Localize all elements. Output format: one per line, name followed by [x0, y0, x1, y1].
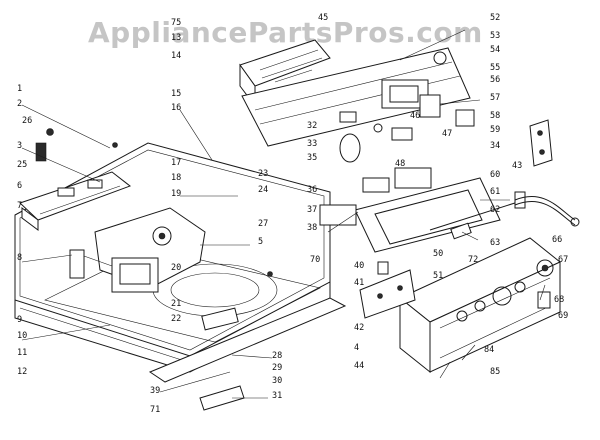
callout-label-68: 68 — [554, 295, 564, 305]
fan-housing — [239, 39, 471, 147]
callout-label-2: 2 — [17, 99, 22, 109]
callout-label-22: 22 — [171, 314, 181, 324]
drive-assembly — [69, 207, 273, 293]
callout-label-26: 26 — [22, 116, 32, 126]
callout-label-85: 85 — [490, 367, 500, 377]
callout-label-32: 32 — [307, 121, 317, 131]
cord-assembly — [450, 119, 580, 240]
leader-lines — [21, 29, 546, 399]
door-frame — [319, 177, 526, 253]
callout-label-51: 51 — [433, 271, 443, 281]
callout-label-31: 31 — [272, 391, 282, 401]
callout-label-69: 69 — [558, 311, 568, 321]
callout-label-16: 16 — [171, 103, 181, 113]
callout-label-38: 38 — [307, 223, 317, 233]
callout-label-60: 60 — [490, 170, 500, 180]
callout-label-57: 57 — [490, 93, 500, 103]
callout-label-48: 48 — [395, 159, 405, 169]
control-bracket — [19, 128, 132, 231]
callout-label-59: 59 — [490, 125, 500, 135]
callout-label-4: 4 — [354, 343, 359, 353]
callout-label-72: 72 — [468, 255, 478, 265]
callout-label-21: 21 — [171, 299, 181, 309]
callout-label-53: 53 — [490, 31, 500, 41]
callout-label-84: 84 — [484, 345, 494, 355]
callout-label-56: 56 — [490, 75, 500, 85]
callout-label-10: 10 — [17, 331, 27, 341]
callout-label-63: 63 — [490, 238, 500, 248]
callout-label-52: 52 — [490, 13, 500, 23]
callout-label-25: 25 — [17, 160, 27, 170]
callout-label-15: 15 — [171, 89, 181, 99]
callout-label-11: 11 — [17, 348, 27, 358]
callout-label-5: 5 — [258, 237, 263, 247]
callout-label-17: 17 — [171, 158, 181, 168]
callout-label-61: 61 — [490, 187, 500, 197]
callout-label-24: 24 — [258, 185, 268, 195]
callout-label-54: 54 — [490, 45, 500, 55]
callout-label-39: 39 — [150, 386, 160, 396]
callout-label-34: 34 — [490, 141, 500, 151]
callout-label-50: 50 — [433, 249, 443, 259]
callout-label-7: 7 — [17, 201, 22, 211]
callout-label-19: 19 — [171, 189, 181, 199]
callout-label-70: 70 — [310, 255, 320, 265]
callout-label-14: 14 — [171, 51, 181, 61]
callout-label-13: 13 — [171, 33, 181, 43]
callout-label-67: 67 — [558, 255, 568, 265]
callout-label-37: 37 — [307, 205, 317, 215]
center-components — [339, 109, 475, 193]
callout-label-62: 62 — [490, 205, 500, 215]
callout-label-35: 35 — [307, 153, 317, 163]
callout-label-36: 36 — [307, 185, 317, 195]
watermark: AppliancePartsPros.com — [88, 16, 483, 49]
callout-label-27: 27 — [258, 219, 268, 229]
callout-label-18: 18 — [171, 173, 181, 183]
callout-label-58: 58 — [490, 111, 500, 121]
callout-label-33: 33 — [307, 139, 317, 149]
control-panel — [359, 237, 561, 374]
callout-label-43: 43 — [512, 161, 522, 171]
callout-label-46: 46 — [410, 111, 420, 121]
callout-label-28: 28 — [272, 351, 282, 361]
callout-label-30: 30 — [272, 376, 282, 386]
callout-label-40: 40 — [354, 261, 364, 271]
callout-label-75: 75 — [171, 18, 181, 28]
callout-label-45: 45 — [318, 13, 328, 23]
callout-label-8: 8 — [17, 253, 22, 263]
callout-label-12: 12 — [17, 367, 27, 377]
callout-label-23: 23 — [258, 169, 268, 179]
callout-label-55: 55 — [490, 63, 500, 73]
callout-label-6: 6 — [17, 181, 22, 191]
callout-label-29: 29 — [272, 363, 282, 373]
callout-label-44: 44 — [354, 361, 364, 371]
callout-label-9: 9 — [17, 315, 22, 325]
callout-label-41: 41 — [354, 278, 364, 288]
callout-label-1: 1 — [17, 84, 22, 94]
callout-label-20: 20 — [171, 263, 181, 273]
callout-label-66: 66 — [552, 235, 562, 245]
callout-label-71: 71 — [150, 405, 160, 415]
callout-label-3: 3 — [17, 141, 22, 151]
callout-label-42: 42 — [354, 323, 364, 333]
callout-label-47: 47 — [442, 129, 452, 139]
